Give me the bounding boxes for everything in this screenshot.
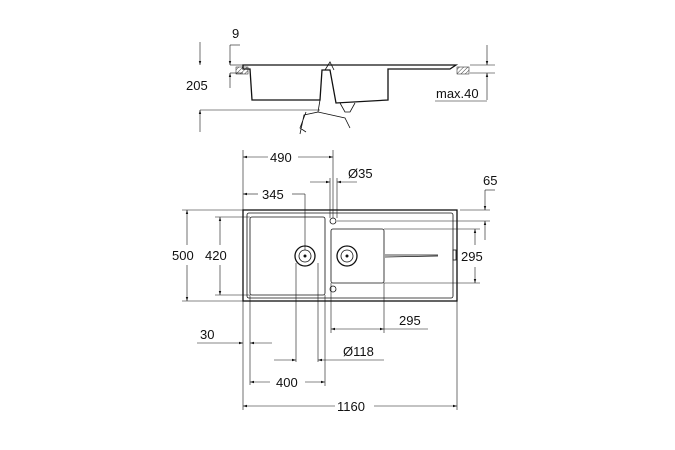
bowl-depth-label: 420 (205, 248, 227, 263)
bowl-width-label: 400 (276, 375, 298, 390)
rim-edge-label: 30 (200, 327, 214, 342)
tap-hole-label: Ø35 (348, 166, 373, 181)
overflow (329, 285, 337, 293)
small-bowl-width-label: 295 (399, 313, 421, 328)
small-bowl-depth-label: 295 (461, 249, 483, 264)
drain-right (336, 245, 358, 267)
bowl-center-label: 345 (262, 187, 284, 202)
edge-to-tap-label: 65 (483, 173, 497, 188)
top-view: 490 Ø35 345 65 500 420 295 295 (172, 150, 497, 414)
overall-width-label: 1160 (337, 399, 365, 414)
side-view: 205 9 max.40 (186, 26, 495, 135)
tap-offset-label: 490 (270, 150, 292, 165)
overall-depth-label: 500 (172, 248, 194, 263)
rim-thickness-label: 9 (232, 26, 239, 41)
tap-hole (329, 217, 337, 225)
depth-label: 205 (186, 78, 208, 93)
worktop-label: max.40 (436, 86, 479, 101)
waste-label: Ø118 (343, 344, 374, 359)
